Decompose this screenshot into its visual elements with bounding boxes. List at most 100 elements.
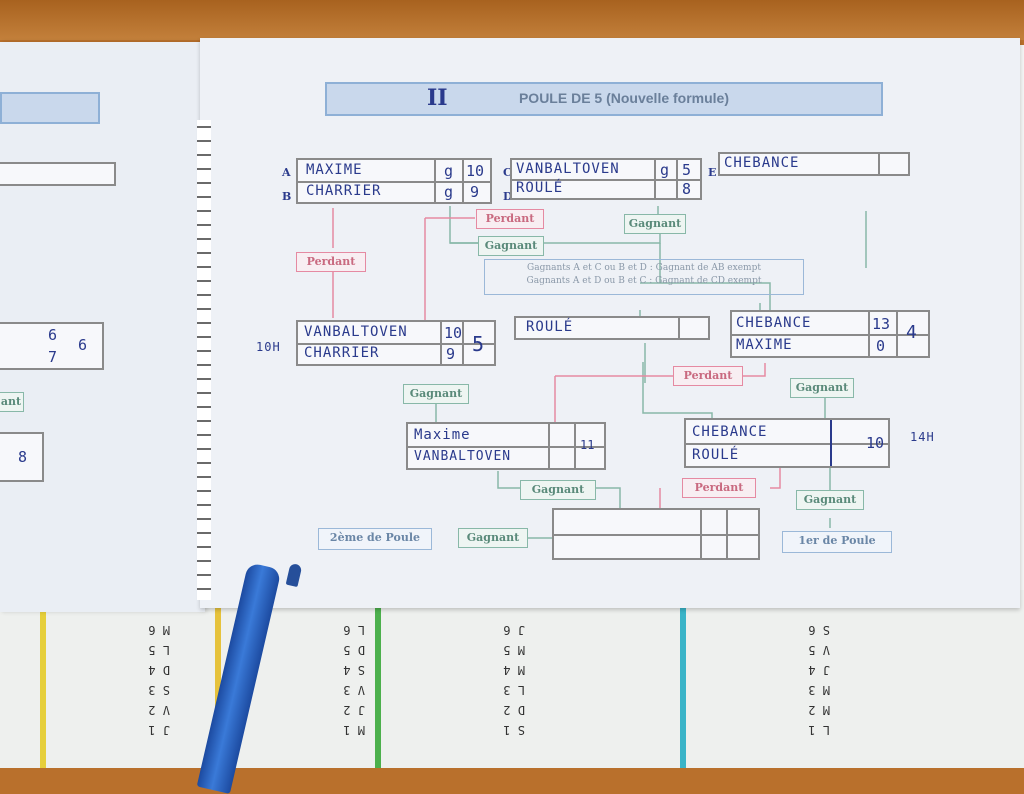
player-name: VANBALTOVEN — [304, 324, 408, 340]
score: g — [444, 183, 454, 201]
gagnant-label: Gagnant — [403, 384, 469, 404]
divider — [434, 160, 436, 202]
score: 7 — [48, 348, 58, 366]
divider — [554, 534, 758, 536]
calendar-days: J 1 V 2 S 3 D 4 L 5 M 6 — [148, 623, 170, 737]
divider — [878, 154, 880, 174]
player-letter: E — [708, 166, 717, 179]
divider — [574, 424, 576, 468]
match-time: 14H — [910, 430, 935, 444]
score: 13 — [872, 315, 891, 333]
match-box-ab: MAXIME CHARRIER g g 10 9 — [296, 158, 492, 204]
player-name: VANBALTOVEN — [516, 161, 620, 177]
divider — [732, 334, 928, 336]
score: 5 — [682, 161, 692, 179]
score: 4 — [906, 322, 917, 343]
gagnant-label: ant — [0, 392, 24, 412]
score: g — [444, 162, 454, 180]
player-name: CHEBANCE — [724, 155, 800, 171]
divider — [654, 160, 656, 198]
divider — [700, 510, 702, 558]
left-sheet-box — [0, 162, 116, 186]
perdant-label: Perdant — [673, 366, 743, 386]
divider — [896, 312, 898, 356]
left-sheet-score-box: 6 7 6 — [0, 322, 104, 370]
left-sheet: 6 7 6 ant 8 — [0, 42, 205, 612]
score: 5 — [472, 332, 485, 356]
score: 11 — [580, 438, 595, 452]
rule-note-line: Gagnants A et C ou B et D : Gagnant de A… — [527, 263, 761, 273]
second-place-label: 2ème de Poule — [318, 528, 432, 550]
score: 6 — [78, 336, 88, 354]
gagnant-label: Gagnant — [624, 214, 686, 234]
calendar-column: M 1 J 2 V 3 S 4 D 5 L 6 — [215, 600, 365, 768]
perdant-label: Perdant — [476, 209, 544, 229]
score: 10 — [866, 434, 885, 452]
divider — [298, 343, 494, 345]
divider — [440, 322, 442, 364]
player-name: VANBALTOVEN — [414, 449, 512, 464]
player-name: ROULÉ — [692, 447, 740, 463]
rule-note: Gagnants A et C ou B et D : Gagnant de A… — [484, 259, 804, 295]
match-box-r2-middle: ROULÉ — [514, 316, 710, 340]
score: 9 — [446, 345, 456, 363]
player-name: ROULÉ — [526, 319, 574, 335]
player-letter: D — [503, 190, 513, 203]
perdant-label: Perdant — [682, 478, 756, 498]
score: 8 — [18, 448, 28, 466]
gagnant-label: Gagnant — [478, 236, 544, 256]
gagnant-label: Gagnant — [790, 378, 854, 398]
score: 9 — [470, 183, 480, 201]
player-name: CHEBANCE — [692, 424, 768, 440]
player-name: CHEBANCE — [736, 315, 812, 331]
player-name: MAXIME — [306, 162, 363, 178]
score: 0 — [876, 337, 886, 355]
calendar-column: S 1 D 2 L 3 M 4 M 5 J 6 — [375, 600, 525, 768]
rule-note-line: Gagnants A et D ou B et C : Gagnant de C… — [526, 276, 762, 286]
match-box-cd: VANBALTOVEN ROULÉ g 5 8 — [510, 158, 702, 200]
match-time: 10H — [256, 340, 281, 354]
divider — [678, 318, 680, 338]
gagnant-label: Gagnant — [796, 490, 864, 510]
left-sheet-score-box: 8 — [0, 432, 44, 482]
divider — [726, 510, 728, 558]
score: 10 — [444, 324, 463, 342]
sheet-title: POULE DE 5 (Nouvelle formule) — [518, 90, 730, 106]
spiral-binding — [197, 120, 211, 600]
divider — [408, 446, 604, 448]
player-name: CHARRIER — [304, 345, 380, 361]
score: g — [660, 161, 670, 179]
player-letter: A — [282, 166, 291, 179]
divider — [830, 420, 832, 466]
player-name: Maxime — [414, 427, 471, 443]
left-sheet-header — [0, 92, 100, 124]
gagnant-label: Gagnant — [458, 528, 528, 548]
gagnant-label: Gagnant — [520, 480, 596, 500]
calendar-pages — [0, 590, 1024, 768]
score: 6 — [48, 326, 58, 344]
score: 10 — [466, 162, 485, 180]
calendar-days: L 1 M 2 M 3 J 4 V 5 S 6 — [808, 623, 830, 737]
match-box-r2-right: CHEBANCE MAXIME 13 0 4 — [730, 310, 930, 358]
calendar-column: J 1 V 2 S 3 D 4 L 5 M 6 — [40, 600, 170, 768]
sheet-header: II POULE DE 5 (Nouvelle formule) — [325, 82, 883, 116]
match-box-r3-right: CHEBANCE ROULÉ 10 — [684, 418, 890, 468]
final-match-box — [552, 508, 760, 560]
calendar-days: S 1 D 2 L 3 M 4 M 5 J 6 — [503, 623, 525, 737]
score: 8 — [682, 180, 692, 198]
match-box-r2-left: VANBALTOVEN CHARRIER 10 9 5 — [296, 320, 496, 366]
calendar-days: M 1 J 2 V 3 S 4 D 5 L 6 — [343, 623, 365, 737]
calendar-column: L 1 M 2 M 3 J 4 V 5 S 6 — [680, 600, 830, 768]
round-roman-numeral: II — [427, 85, 448, 111]
divider — [298, 181, 490, 183]
first-place-label: 1er de Poule — [782, 531, 892, 553]
divider — [462, 322, 464, 364]
divider — [686, 443, 888, 445]
player-name: MAXIME — [736, 337, 793, 353]
match-box-e: CHEBANCE — [718, 152, 910, 176]
player-letter: C — [503, 166, 512, 179]
tournament-sheet: II POULE DE 5 (Nouvelle formule) A B MAX… — [200, 38, 1020, 608]
player-name: ROULÉ — [516, 180, 564, 196]
wooden-table — [0, 0, 1024, 40]
divider — [512, 179, 700, 181]
